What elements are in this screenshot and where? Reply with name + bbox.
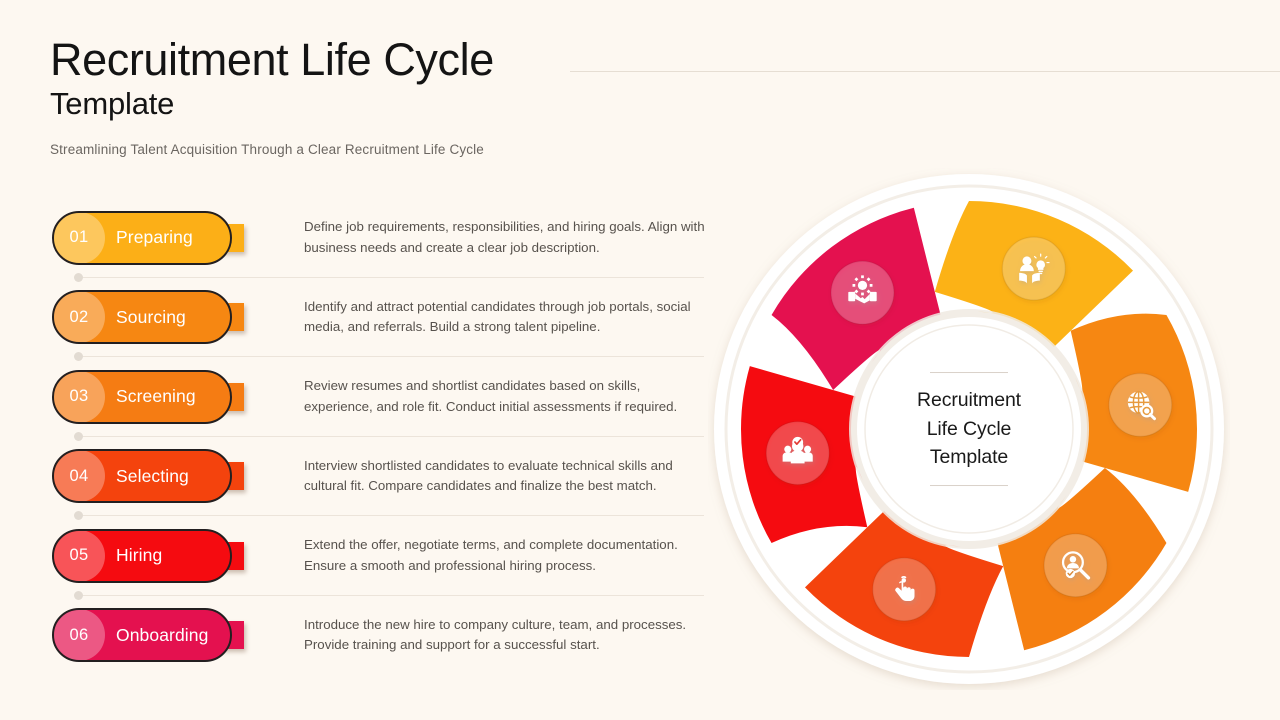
- step-label: Onboarding: [116, 624, 209, 645]
- step-pill[interactable]: 01 Preparing: [52, 210, 232, 265]
- badge-ring: [1001, 236, 1067, 301]
- badge-ring: [830, 260, 895, 325]
- team-approved-icon: [782, 436, 813, 464]
- step-divider: [74, 431, 704, 441]
- step-number: 03: [54, 371, 105, 422]
- step-pill[interactable]: 03 Screening: [52, 369, 232, 424]
- step-pill-wrapper: 05 Hiring: [52, 528, 252, 583]
- step-divider: [74, 352, 704, 361]
- wheel-graphic: [714, 174, 1224, 684]
- wheel-badge-hiring[interactable]: [765, 420, 830, 486]
- step-pill-wrapper: 01 Preparing: [52, 210, 252, 265]
- step-pill-wrapper: 06 Onboarding: [52, 608, 252, 663]
- page-title: Recruitment Life Cycle: [50, 34, 494, 85]
- step-label: Hiring: [116, 545, 163, 566]
- step-item-sourcing[interactable]: 02 Sourcing Identify and attract potential…: [52, 278, 712, 361]
- badge-ring: [765, 420, 830, 486]
- step-number: 06: [54, 610, 105, 661]
- wheel-badge-sourcing[interactable]: [1108, 372, 1173, 438]
- wheel-badge-preparing[interactable]: [1001, 236, 1067, 301]
- hub-disc: [864, 324, 1074, 534]
- step-pill[interactable]: 04 Selecting: [52, 449, 232, 504]
- badge-ring: [1043, 533, 1108, 598]
- step-item-preparing[interactable]: 01 Preparing Define job requirements, resp…: [52, 198, 712, 282]
- wheel-badge-onboarding[interactable]: [830, 260, 895, 325]
- step-description: Interview shortlisted candidates to eval…: [304, 457, 673, 494]
- badge-ring: [1108, 372, 1173, 438]
- step-description: Define job requirements, responsibilitie…: [304, 219, 705, 255]
- step-label: Sourcing: [116, 306, 186, 327]
- step-item-screening[interactable]: 03 Screening Review resumes and shortlist …: [52, 357, 712, 441]
- step-pill-wrapper: 04 Selecting: [52, 449, 252, 504]
- candidate-search-icon: [1061, 551, 1091, 580]
- step-item-onboarding[interactable]: 06 Onboarding Introduce the new hire to co…: [52, 596, 712, 676]
- step-number: 04: [54, 451, 105, 502]
- badge-background: [1002, 237, 1066, 301]
- step-pill-wrapper: 02 Sourcing: [52, 290, 252, 345]
- page-title-second-line: Template: [50, 86, 175, 122]
- step-pill-wrapper: 03 Screening: [52, 369, 252, 424]
- step-divider: [74, 590, 704, 600]
- step-row: 04 Selecting Interview shortlisted candida…: [52, 437, 712, 517]
- step-number: 02: [54, 292, 105, 343]
- step-item-selecting[interactable]: 04 Selecting Interview shortlisted candida…: [52, 437, 712, 520]
- step-row: 01 Preparing Define job requirements, resp…: [52, 198, 712, 278]
- step-row: 06 Onboarding Introduce the new hire to co…: [52, 596, 712, 676]
- wheel-badges-group: [765, 236, 1173, 622]
- recruitment-cycle-wheel: Recruitment Life Cycle Template: [708, 168, 1230, 690]
- step-row: 02 Sourcing Identify and attract potential…: [52, 278, 712, 358]
- step-label: Preparing: [116, 227, 193, 248]
- page-subtitle: Streamlining Talent Acquisition Through …: [50, 142, 484, 157]
- step-description: Review resumes and shortlist candidates …: [304, 378, 678, 414]
- step-description: Extend the offer, negotiate terms, and c…: [304, 537, 678, 573]
- step-description: Introduce the new hire to company cultur…: [304, 616, 687, 653]
- step-pill[interactable]: 06 Onboarding: [52, 608, 232, 663]
- step-item-hiring[interactable]: 05 Hiring Extend the offer, negotiate term…: [52, 516, 712, 600]
- step-pill[interactable]: 05 Hiring: [52, 528, 232, 583]
- wheel-badge-screening[interactable]: [1043, 533, 1108, 598]
- book-lightbulb-icon: [1019, 253, 1050, 284]
- step-number: 01: [54, 212, 105, 263]
- step-label: Selecting: [116, 465, 189, 486]
- badge-ring: [871, 557, 937, 622]
- wheel-outer-ring-groove: [724, 184, 1214, 674]
- step-pill[interactable]: 02 Sourcing: [52, 290, 232, 345]
- wheel-badge-selecting[interactable]: [871, 557, 937, 622]
- step-number: 05: [54, 530, 105, 581]
- step-label: Screening: [116, 386, 196, 407]
- recruitment-steps-list: 01 Preparing Define job requirements, resp…: [52, 198, 712, 675]
- step-description: Identify and attract potential candidate…: [304, 298, 691, 335]
- step-divider: [74, 272, 704, 282]
- header-divider: [570, 71, 1280, 72]
- page-header: Recruitment Life Cycle Template Streamli…: [50, 36, 494, 157]
- step-row: 05 Hiring Extend the offer, negotiate term…: [52, 516, 712, 596]
- globe-search-icon: [1127, 390, 1156, 421]
- click-hand-icon: [895, 576, 915, 602]
- step-divider: [74, 511, 704, 520]
- handshake-gear-icon: [848, 275, 877, 304]
- step-row: 03 Screening Review resumes and shortlist …: [52, 357, 712, 437]
